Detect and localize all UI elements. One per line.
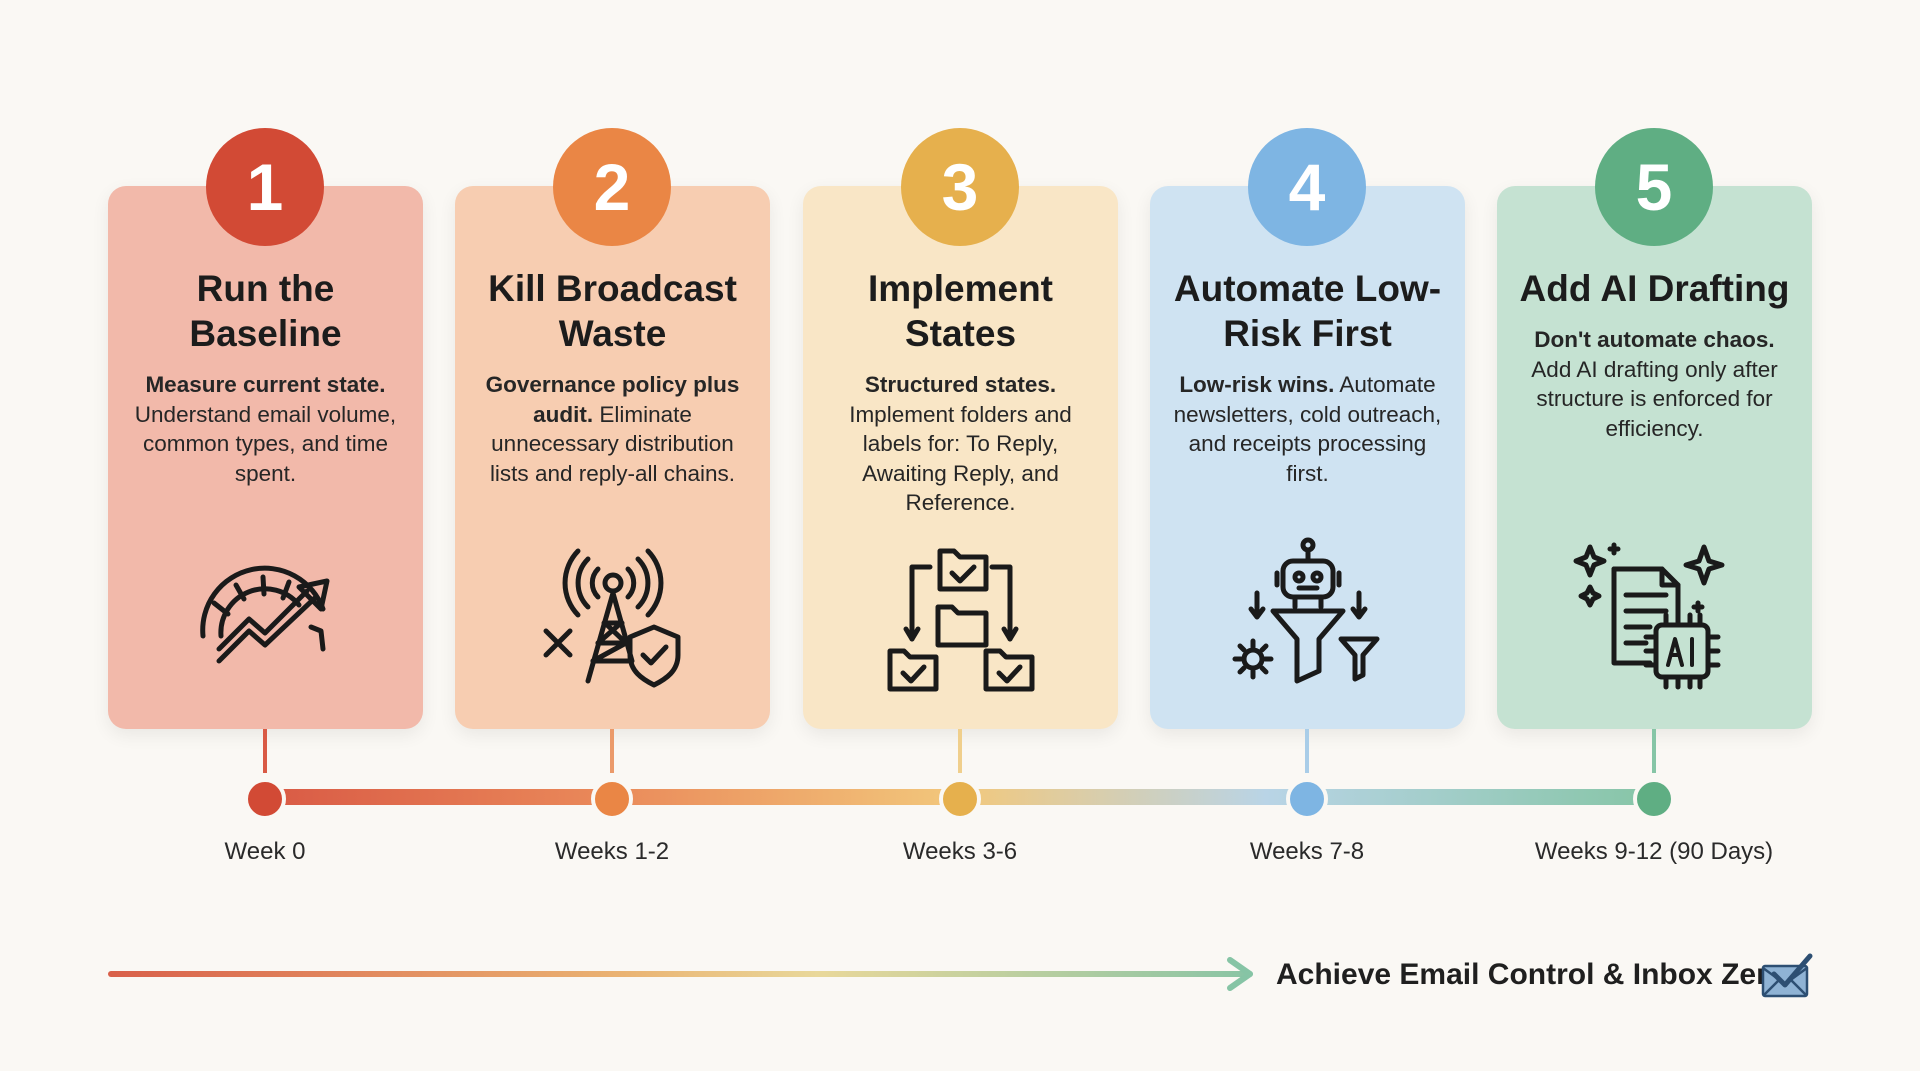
step-card-1: Run the Baseline Measure current state. … (108, 186, 423, 729)
step-description: Structured states. Implement folders and… (821, 370, 1100, 518)
step-description-bold: Governance policy plus audit. (485, 372, 740, 427)
step-card-3: Implement States Structured states. Impl… (803, 186, 1118, 729)
step-description-bold: Structured states. (864, 372, 1057, 397)
step-number-badge-2: 2 (553, 128, 671, 246)
gauge-growth-icon (181, 531, 351, 701)
step-number-badge-3: 3 (901, 128, 1019, 246)
step-number-badge-5: 5 (1595, 128, 1713, 246)
step-description-bold: Low-risk wins. (1179, 372, 1335, 397)
goal-arrow-line (108, 971, 1253, 977)
step-card-5: Add AI Drafting Don't automate chaos. Ad… (1497, 186, 1812, 729)
ai-document-icon (1570, 531, 1740, 701)
week-label-3: Weeks 3-6 (902, 838, 1018, 865)
step-title: Add AI Drafting (1519, 268, 1790, 309)
step-card-4: Automate Low-Risk First Low-risk wins. A… (1150, 186, 1465, 729)
week-label-1: Week 0 (224, 838, 306, 865)
goal-arrow-head (1227, 957, 1253, 991)
timeline-connector-5 (1652, 729, 1656, 773)
step-title: Implement States (867, 268, 1054, 354)
timeline-connector-2 (610, 729, 614, 773)
timeline-connector-3 (958, 729, 962, 773)
timeline-dot-4 (1286, 778, 1328, 820)
folder-flow-icon (876, 531, 1046, 701)
step-description: Governance policy plus audit. Eliminate … (473, 370, 752, 488)
timeline-dot-1 (244, 778, 286, 820)
step-description-bold: Don't automate chaos. (1534, 327, 1775, 352)
timeline-dot-5 (1633, 778, 1675, 820)
step-description: Low-risk wins. Automate newsletters, col… (1168, 370, 1447, 488)
step-title: Kill Broadcast Waste (488, 268, 737, 354)
step-description: Measure current state. Understand email … (126, 370, 405, 488)
week-label-2: Weeks 1-2 (554, 838, 670, 865)
step-description-text: Implement folders and labels for: To Rep… (849, 401, 1072, 516)
step-title: Run the Baseline (189, 268, 342, 354)
step-description-text: Add AI drafting only after structure is … (1531, 356, 1778, 441)
week-label-5: Weeks 9-12 (90 Days) (1534, 838, 1774, 865)
timeline-connector-4 (1305, 729, 1309, 773)
timeline-dot-2 (591, 778, 633, 820)
step-number-badge-1: 1 (206, 128, 324, 246)
step-title: Automate Low-Risk First (1173, 268, 1442, 354)
timeline-connector-1 (263, 729, 267, 773)
step-description-text: Understand email volume, common types, a… (134, 401, 397, 486)
step-description-bold: Measure current state. (145, 372, 386, 397)
timeline-dot-3 (939, 778, 981, 820)
broadcast-tower-shield-icon (528, 531, 698, 701)
robot-funnel-icon (1223, 531, 1393, 701)
step-card-2: Kill Broadcast Waste Governance policy p… (455, 186, 770, 729)
step-number-badge-4: 4 (1248, 128, 1366, 246)
week-label-4: Weeks 7-8 (1249, 838, 1365, 865)
step-description: Don't automate chaos. Add AI drafting on… (1515, 325, 1794, 443)
step-description-text: Automate newsletters, cold outreach, and… (1173, 372, 1442, 486)
envelope-check-icon (1761, 953, 1813, 998)
step-description-text: Eliminate unnecessary distribution lists… (489, 401, 736, 486)
goal-label: Achieve Email Control & Inbox Zero (1276, 958, 1787, 991)
